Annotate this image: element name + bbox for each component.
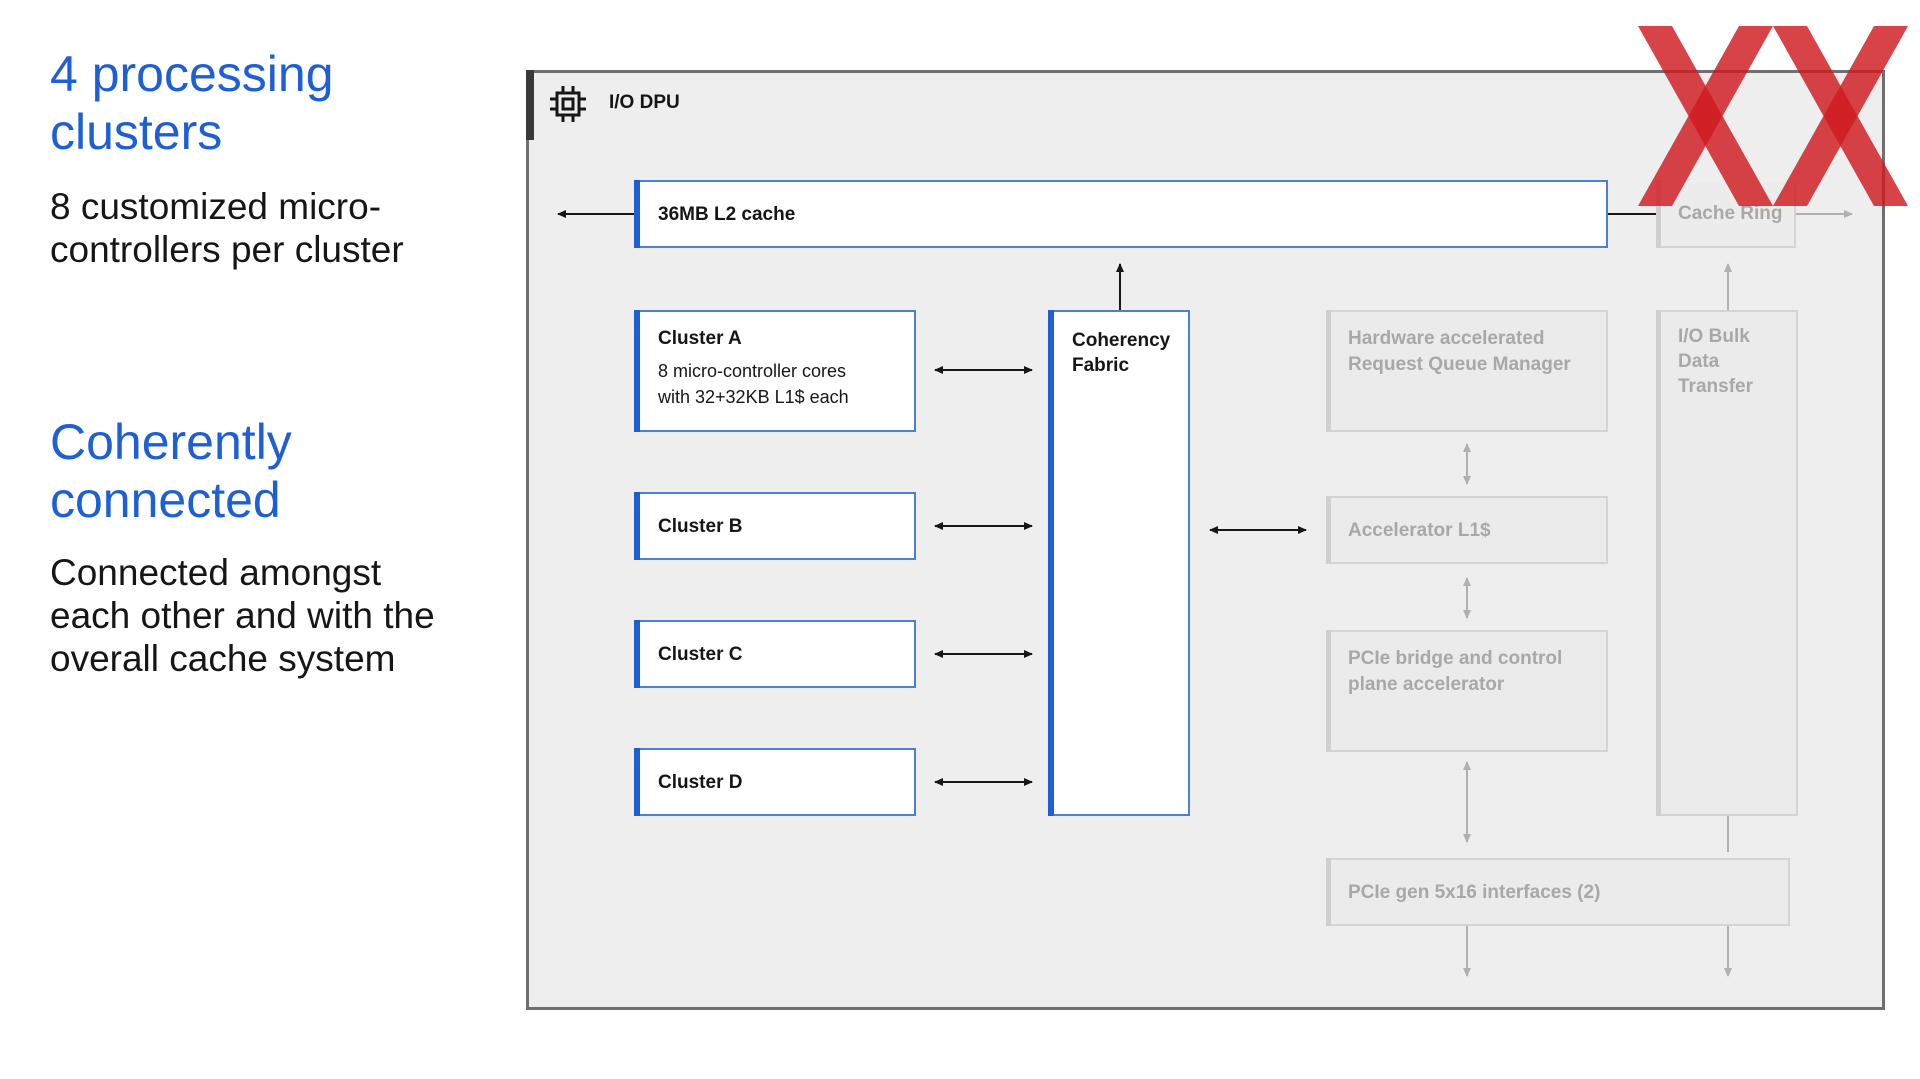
hw-queue-manager-box: Hardware accelerated Request Queue Manag… (1326, 310, 1608, 432)
xx-logo-icon (1638, 26, 1908, 206)
cluster-detail: with 32+32KB L1$ each (658, 387, 849, 407)
l2-cache-box: 36MB L2 cache (634, 180, 1608, 248)
cluster-label: Cluster B (658, 516, 743, 537)
pcie-bridge-label: plane accelerator (1348, 674, 1505, 695)
cluster-label: Cluster C (658, 644, 743, 665)
dpu-title: I/O DPU (609, 92, 680, 113)
fabric-label: Fabric (1072, 355, 1130, 376)
cache-ring-label: Cache Ring (1678, 203, 1783, 224)
cluster-label: Cluster D (658, 772, 743, 793)
sidebar-section-coherence: Coherently connected Connected amongst e… (50, 413, 470, 680)
pcie-gen5-box: PCIe gen 5x16 interfaces (2) (1326, 858, 1790, 926)
cluster-a-box: Cluster A 8 micro-controller cores with … (634, 310, 916, 432)
panel-accent (526, 70, 534, 140)
fabric-label: Coherency (1072, 330, 1171, 351)
pcie-bridge-box: PCIe bridge and control plane accelerato… (1326, 630, 1608, 752)
cluster-c-box: Cluster C (634, 620, 916, 688)
hw-queue-label: Hardware accelerated (1348, 328, 1545, 349)
accel-l1-label: Accelerator L1$ (1348, 520, 1491, 541)
accelerator-l1-box: Accelerator L1$ (1326, 496, 1608, 564)
pcie-gen5-label: PCIe gen 5x16 interfaces (2) (1348, 882, 1601, 903)
coherency-fabric-box: Coherency Fabric (1048, 310, 1190, 816)
cluster-b-box: Cluster B (634, 492, 916, 560)
cluster-label: Cluster A (658, 328, 742, 349)
pcie-bridge-label: PCIe bridge and control (1348, 648, 1563, 669)
cluster-d-box: Cluster D (634, 748, 916, 816)
sidebar-section-clusters: 4 processing clusters 8 customized micro… (50, 45, 470, 271)
io-bulk-transfer-box: I/O Bulk Data Transfer (1656, 310, 1798, 816)
io-bulk-label: Data (1678, 351, 1720, 372)
io-bulk-label: Transfer (1678, 376, 1753, 397)
l2-cache-label: 36MB L2 cache (658, 204, 796, 225)
chip-icon (550, 86, 586, 122)
cache-ring-box: Cache Ring (1656, 180, 1796, 248)
section-body: 8 customized micro-controllers per clust… (50, 186, 404, 270)
cluster-detail: 8 micro-controller cores (658, 361, 847, 381)
io-bulk-label: I/O Bulk (1678, 326, 1750, 347)
section-body: Connected amongst each other and with th… (50, 552, 435, 679)
section-heading: 4 processing clusters (50, 46, 334, 160)
hw-queue-label: Request Queue Manager (1348, 354, 1571, 375)
section-heading: Coherently connected (50, 414, 292, 528)
